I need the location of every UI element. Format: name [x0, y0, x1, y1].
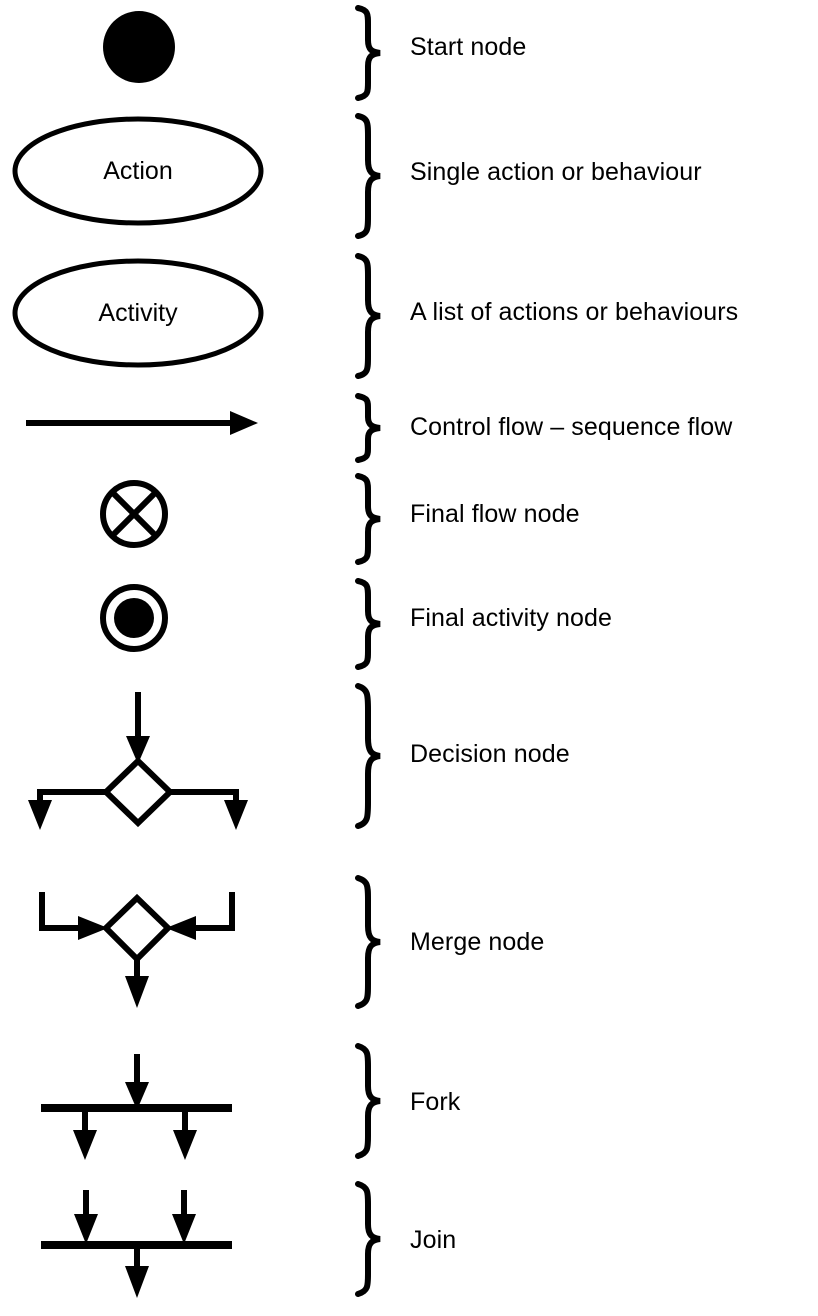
diamond-icon [101, 893, 173, 964]
curly-brace-icon [355, 683, 381, 829]
filled-circle-icon [103, 11, 175, 83]
curly-brace-icon [355, 578, 381, 670]
curly-brace-icon [355, 393, 381, 463]
label-final-flow-node: Final flow node [410, 500, 580, 528]
left-incoming-arrow-head-icon [78, 916, 108, 940]
legend-row-control-flow: Control flow – sequence flow [0, 390, 818, 468]
outgoing-arrow-head-icon [125, 1266, 149, 1298]
arrow-head-icon [230, 411, 258, 435]
legend-row-activity: Activity A list of actions or behaviours [0, 248, 818, 390]
curly-brace-icon [355, 253, 381, 379]
symbol-decision-node [0, 678, 350, 870]
diamond-icon [101, 756, 175, 828]
label-final-activity-node: Final activity node [410, 604, 612, 632]
curly-brace-icon [355, 1181, 381, 1297]
cross-stroke-icon [109, 489, 159, 539]
left-branch-arrow-head-icon [28, 800, 52, 830]
left-incoming-arrow-head-icon [74, 1214, 98, 1244]
right-branch-arrow-head-icon [224, 800, 248, 830]
incoming-arrow-head-icon [125, 1082, 149, 1110]
legend-row-final-flow-node: Final flow node [0, 468, 818, 573]
symbol-final-activity-node [0, 573, 350, 678]
curly-brace-icon [355, 473, 381, 565]
symbol-action-ellipse: Action [0, 108, 350, 248]
brace-final-activity-node [352, 573, 406, 678]
label-control-flow: Control flow – sequence flow [410, 413, 733, 441]
ellipse-icon [12, 258, 264, 368]
brace-control-flow [352, 390, 406, 468]
brace-start-node [352, 0, 406, 108]
brace-join [352, 1178, 406, 1316]
incoming-arrow-head-icon [126, 736, 150, 764]
left-outgoing-arrow-head-icon [73, 1130, 97, 1160]
filled-dot-icon [114, 598, 154, 638]
legend-row-merge-node: Merge node [0, 870, 818, 1040]
brace-merge-node [352, 870, 406, 1040]
legend-row-final-activity-node: Final activity node [0, 573, 818, 678]
symbol-fork [0, 1040, 350, 1178]
symbol-activity-ellipse: Activity [0, 248, 350, 390]
label-activity: A list of actions or behaviours [410, 298, 739, 326]
legend-row-join: Join [0, 1178, 818, 1316]
symbol-merge-node [0, 870, 350, 1040]
brace-final-flow-node [352, 468, 406, 573]
outgoing-arrow-head-icon [125, 976, 149, 1008]
legend-row-fork: Fork [0, 1040, 818, 1178]
brace-activity [352, 248, 406, 390]
symbol-start-node [0, 0, 350, 108]
label-action: Single action or behaviour [410, 158, 702, 186]
curly-brace-icon [355, 5, 381, 101]
symbol-control-flow-arrow [0, 390, 350, 468]
legend-row-decision-node: Decision node [0, 678, 818, 870]
brace-fork [352, 1040, 406, 1178]
curly-brace-icon [355, 113, 381, 239]
brace-decision-node [352, 678, 406, 870]
right-outgoing-arrow-head-icon [173, 1130, 197, 1160]
right-incoming-arrow-head-icon [166, 916, 196, 940]
legend-row-start-node: Start node [0, 0, 818, 108]
brace-action [352, 108, 406, 248]
ellipse-label-action: Action [103, 157, 172, 185]
symbol-join [0, 1178, 350, 1316]
label-join: Join [410, 1226, 457, 1254]
symbol-final-flow-node [0, 468, 350, 573]
curly-brace-icon [355, 1043, 381, 1159]
label-fork: Fork [410, 1088, 461, 1116]
legend-row-action: Action Single action or behaviour [0, 108, 818, 248]
ellipse-icon [12, 116, 264, 226]
curly-brace-icon [355, 875, 381, 1009]
ellipse-label-activity: Activity [98, 299, 178, 327]
label-decision-node: Decision node [410, 740, 570, 768]
label-merge-node: Merge node [410, 928, 545, 956]
label-start-node: Start node [410, 33, 527, 61]
right-incoming-arrow-head-icon [172, 1214, 196, 1244]
